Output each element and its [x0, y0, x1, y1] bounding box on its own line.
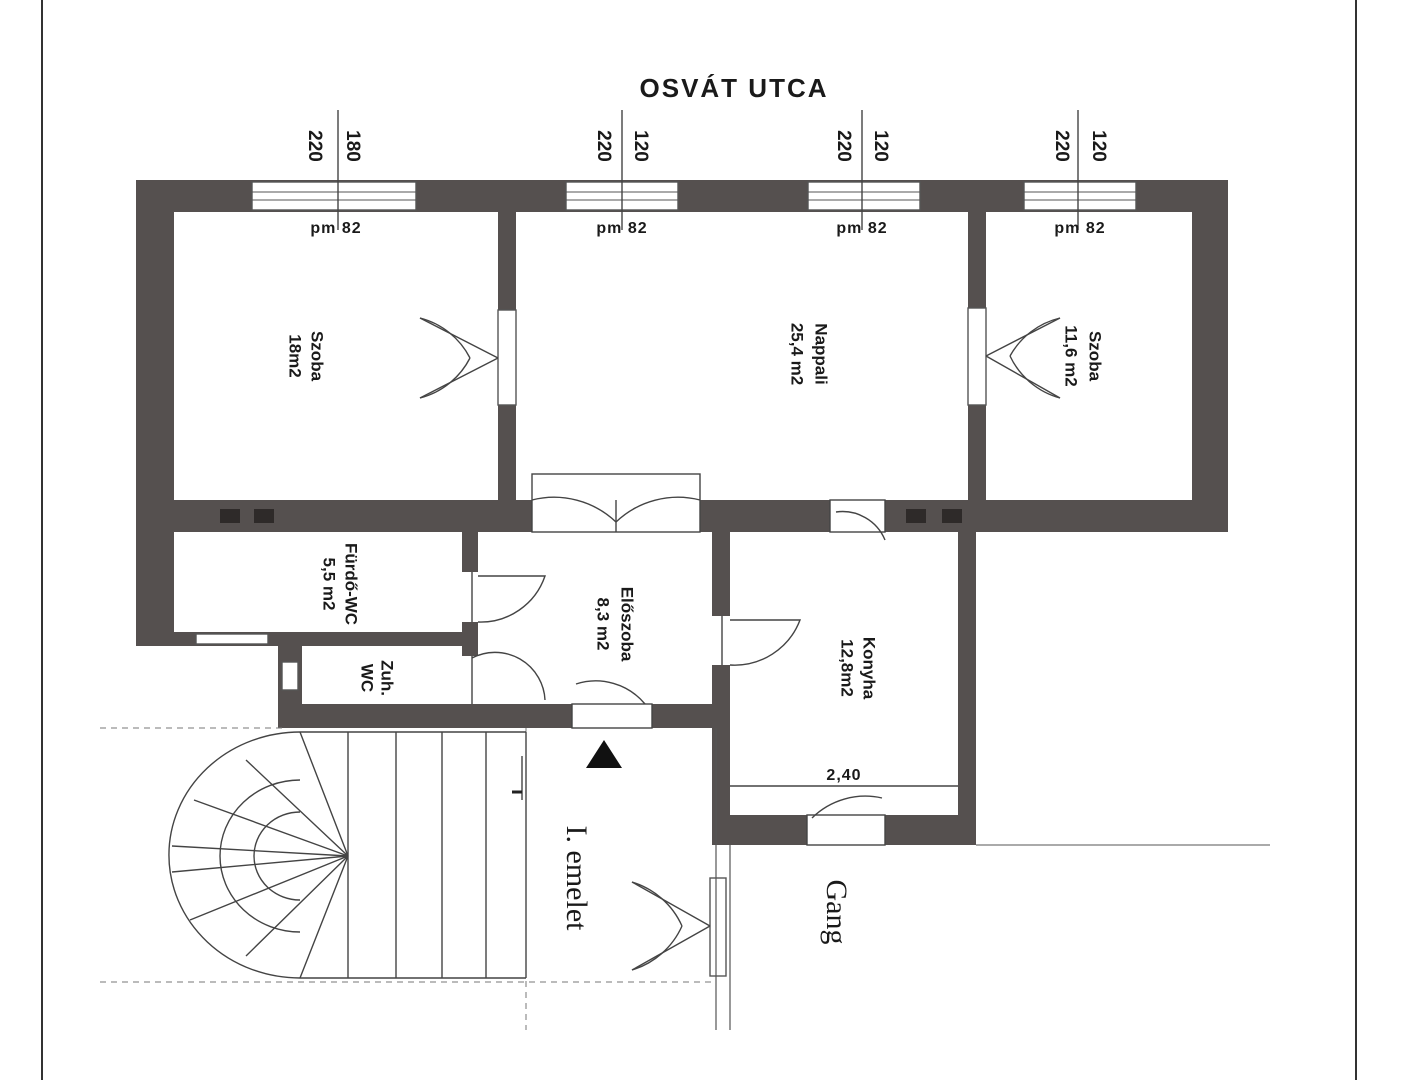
svg-text:pm 82: pm 82	[596, 220, 647, 237]
staircase	[100, 727, 1270, 1030]
floor-label: I. emelet	[560, 826, 593, 932]
room-label-szoba-left: Szoba 18m2	[286, 331, 327, 382]
svg-text:11,6 m2: 11,6 m2	[1062, 325, 1081, 386]
room-label-eloszoba: Előszoba 8,3 m2	[594, 587, 637, 662]
svg-text:WC: WC	[358, 664, 377, 692]
svg-text:Szoba: Szoba	[1086, 331, 1105, 382]
window-dimension-1: 220 180 pm 82	[304, 130, 363, 237]
window-dimension-2: 220 120 pm 82	[593, 130, 651, 237]
svg-text:220: 220	[833, 130, 854, 162]
room-label-nappali: Nappali 25,4 m2	[788, 323, 831, 385]
svg-text:pm 82: pm 82	[836, 220, 887, 237]
svg-text:120: 120	[1088, 130, 1109, 162]
svg-text:Zuh.: Zuh.	[378, 660, 397, 696]
svg-text:12,8m2: 12,8m2	[838, 639, 857, 697]
svg-text:220: 220	[304, 130, 325, 162]
room-label-konyha: Konyha 12,8m2	[838, 637, 879, 700]
svg-text:220: 220	[593, 130, 614, 162]
room-label-szoba-right: Szoba 11,6 m2	[1062, 325, 1105, 386]
street-name: OSVÁT UTCA	[640, 73, 829, 103]
svg-text:120: 120	[870, 130, 891, 162]
svg-text:180: 180	[342, 130, 363, 162]
svg-text:Konyha: Konyha	[860, 637, 879, 700]
window-dimension-3: 220 120 pm 82	[833, 130, 891, 237]
svg-text:120: 120	[630, 130, 651, 162]
svg-text:pm 82: pm 82	[1054, 220, 1105, 237]
svg-text:8,3 m2: 8,3 m2	[594, 598, 613, 651]
svg-text:Nappali: Nappali	[812, 323, 831, 384]
room-label-zuh-wc: Zuh. WC	[358, 660, 397, 696]
room-label-furdo: Fürdő-WC 5,5 m2	[320, 543, 361, 625]
svg-text:pm 82: pm 82	[310, 220, 361, 237]
svg-text:25,4 m2: 25,4 m2	[788, 323, 807, 385]
svg-text:220: 220	[1051, 130, 1072, 162]
gang-label: Gang	[820, 880, 853, 945]
svg-text:Előszoba: Előszoba	[618, 587, 637, 662]
street-windows	[251, 110, 1137, 230]
svg-text:2,40: 2,40	[826, 767, 861, 784]
svg-text:18m2: 18m2	[286, 334, 305, 377]
svg-text:5,5 m2: 5,5 m2	[320, 558, 339, 611]
kitchen-dimension: 2,40	[730, 767, 958, 787]
walls	[136, 180, 1228, 845]
window-dimension-4: 220 120 pm 82	[1051, 130, 1109, 237]
chimneys	[220, 509, 962, 523]
bathroom-window	[195, 633, 299, 691]
svg-text:Szoba: Szoba	[308, 331, 327, 382]
doors	[419, 307, 1061, 977]
svg-text:Fürdő-WC: Fürdő-WC	[342, 543, 361, 625]
